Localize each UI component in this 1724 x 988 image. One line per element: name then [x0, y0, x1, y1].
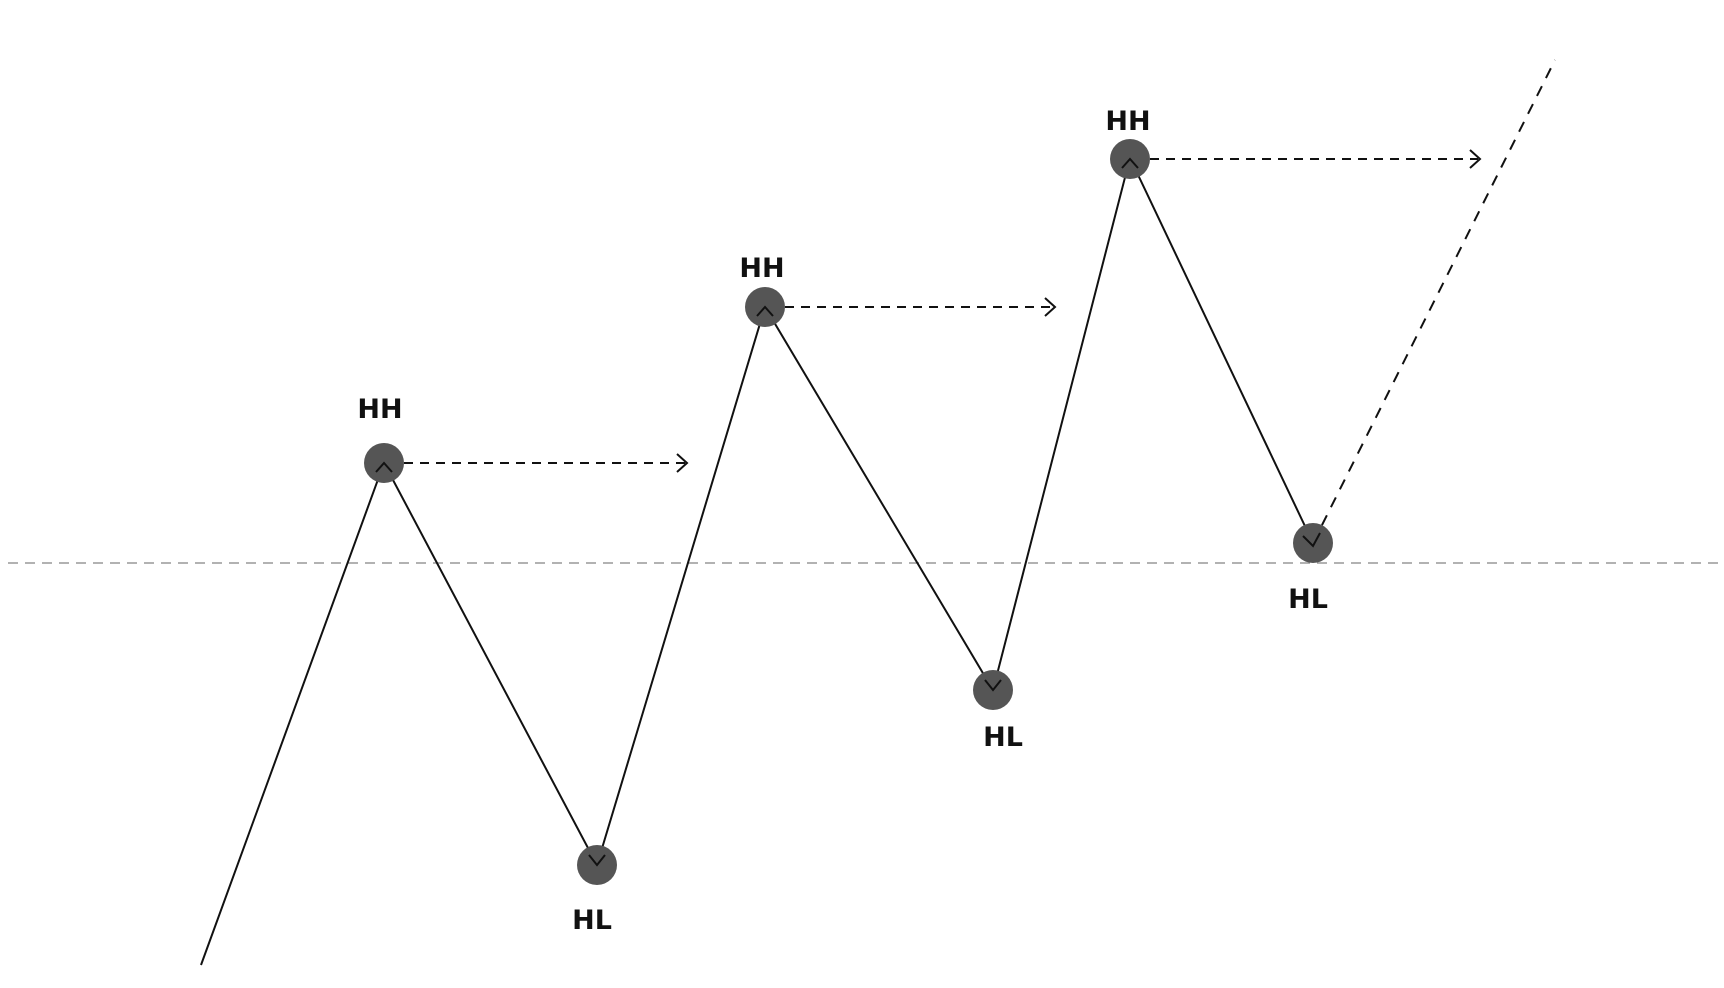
pivot-label-hh-1: HH [357, 394, 402, 425]
chevron-up-icon [1121, 157, 1139, 169]
chevron-down-icon [1302, 532, 1321, 548]
pivot-label-hl-3: HL [1288, 584, 1328, 615]
pivot-label-hh-3: HH [1105, 106, 1150, 137]
projection-arrow [1150, 149, 1482, 169]
chevron-down-icon [984, 679, 1002, 692]
chevron-right-icon [676, 453, 689, 473]
chevron-right-icon [1469, 149, 1482, 169]
trend-continuation-line [1312, 59, 1556, 544]
chevron-down-icon [588, 854, 606, 867]
chevron-right-icon [1044, 297, 1057, 317]
pivot-label-hl-2: HL [983, 722, 1023, 753]
projection-arrow [785, 297, 1057, 317]
pivot-label-hl-1: HL [572, 905, 612, 936]
chevron-up-icon [756, 305, 774, 317]
projection-arrow [404, 453, 689, 473]
chevron-up-icon [375, 461, 393, 473]
pivot-dot-hl-3 [1293, 523, 1333, 563]
pivot-label-hh-2: HH [739, 253, 784, 284]
